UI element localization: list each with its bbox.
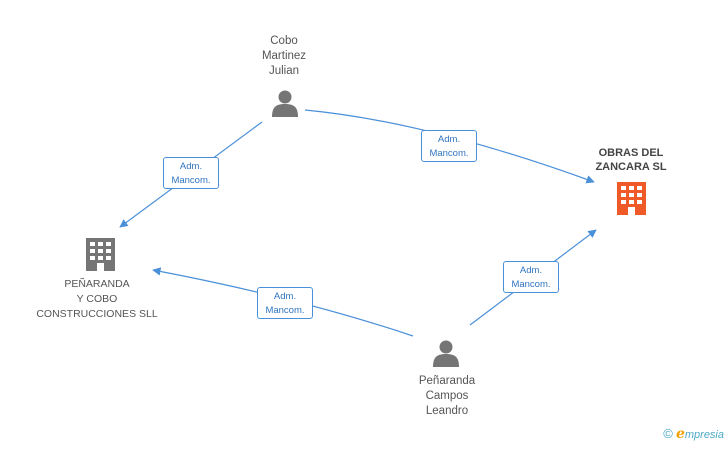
label-line: PEÑARANDA [64,278,130,290]
label-line: Martinez [261,50,307,62]
person-icon [272,90,298,117]
edge-label-top-to-right[interactable]: Adm. Mancom. [421,130,477,162]
company-label-obras-del-zancara[interactable]: OBRAS DEL ZANCARA SL [586,146,676,174]
building-icon [617,182,646,215]
brand-name: mpresia [684,429,724,441]
edge-label-line: Adm. [179,161,203,172]
brand-watermark: © empresia [663,426,724,442]
label-line: Y COBO [76,293,118,305]
edge-label-line: Mancom. [265,305,305,316]
person-icon [433,340,459,367]
label-line: Cobo [270,35,298,47]
edge-label-bottom-to-right[interactable]: Adm. Mancom. [503,261,559,293]
person-label-penaranda-campos-leandro[interactable]: Peñaranda Campos Leandro [402,374,492,419]
edge-label-line: Adm. [437,134,461,145]
building-icon [86,238,115,271]
edge-label-line: Adm. [519,265,543,276]
label-line: OBRAS DEL [598,147,664,159]
edge-label-line: Mancom. [429,148,469,159]
label-line: CONSTRUCCIONES SLL [36,308,158,320]
edge-label-line: Mancom. [171,175,211,186]
label-line: Leandro [425,405,469,417]
person-label-cobo-martinez-julian[interactable]: Cobo Martinez Julian [244,34,324,79]
edge-label-top-to-left[interactable]: Adm. Mancom. [163,157,219,189]
edge-label-bottom-to-left[interactable]: Adm. Mancom. [257,287,313,319]
company-label-penaranda-y-cobo[interactable]: PEÑARANDA Y COBO CONSTRUCCIONES SLL [30,277,164,322]
edge-label-line: Mancom. [511,279,551,290]
brand-logo-initial: e [675,426,685,442]
label-line: Peñaranda [418,375,476,387]
label-line: Julian [268,65,300,77]
label-line: Campos [425,390,469,402]
label-line: ZANCARA SL [595,161,667,173]
copyright-symbol: © [663,426,673,441]
edge-label-line: Adm. [273,291,297,302]
